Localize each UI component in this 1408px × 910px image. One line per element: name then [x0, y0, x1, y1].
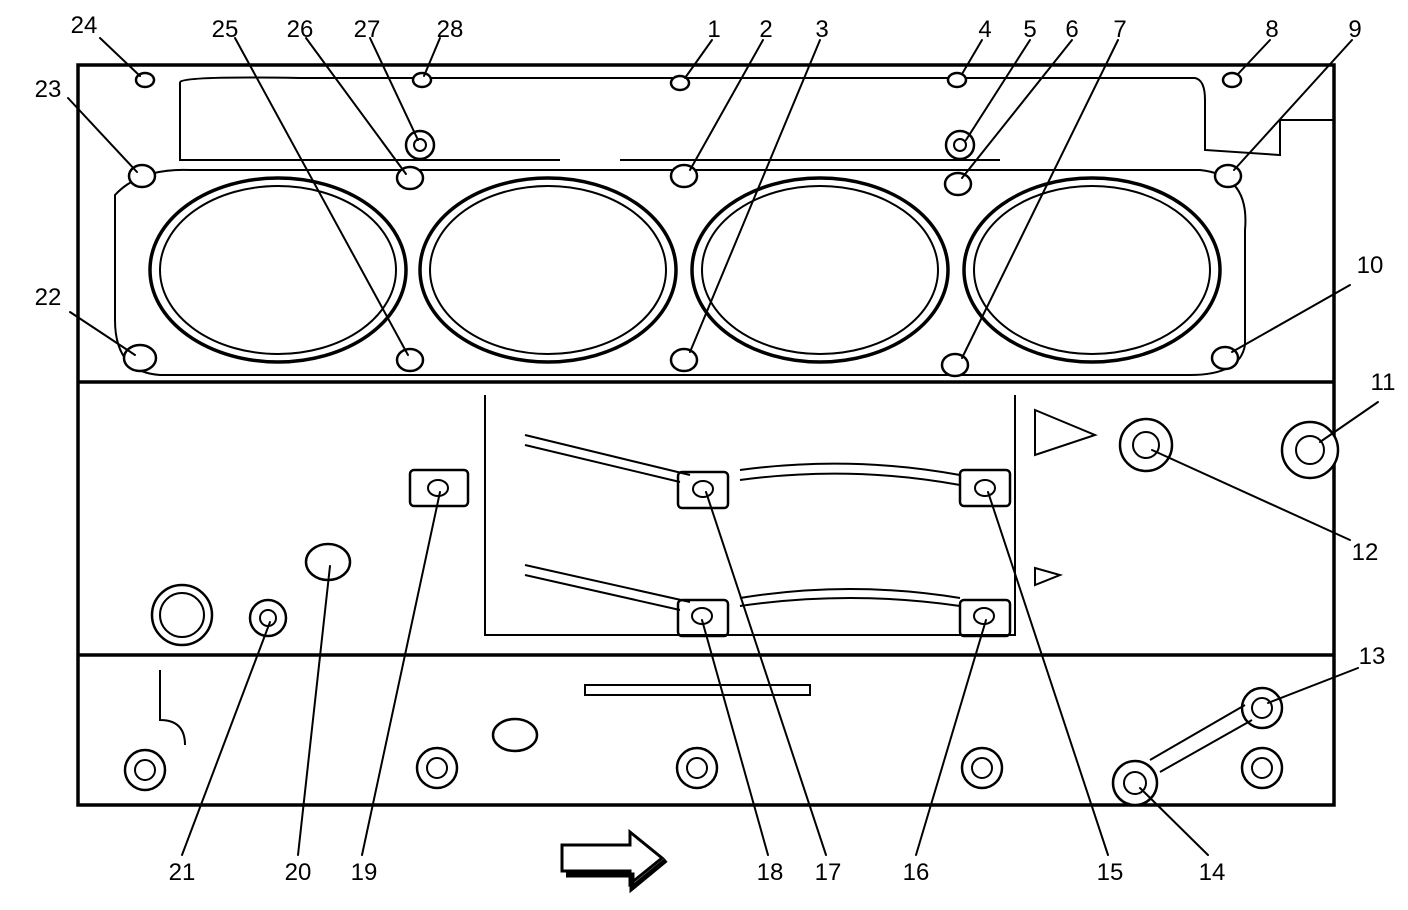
- callout-10: 10: [1357, 252, 1384, 279]
- callout-27: 27: [354, 16, 381, 43]
- callout-18: 18: [757, 859, 784, 886]
- callout-16: 16: [903, 859, 930, 886]
- callout-leaders: [67, 37, 1379, 856]
- callout-17: 17: [815, 859, 842, 886]
- callout-19: 19: [351, 859, 378, 886]
- callout-11: 11: [1371, 369, 1396, 396]
- callout-14: 14: [1199, 859, 1226, 886]
- callout-21: 21: [169, 859, 196, 886]
- callout-6: 6: [1065, 16, 1078, 43]
- callout-8: 8: [1265, 16, 1278, 43]
- callout-3: 3: [815, 16, 828, 43]
- cylinder-bores: [148, 176, 1222, 364]
- callout-4: 4: [978, 16, 991, 43]
- callout-22: 22: [35, 284, 62, 311]
- crankcase-section: [150, 395, 1340, 647]
- callout-23: 23: [35, 76, 62, 103]
- callout-13: 13: [1359, 643, 1386, 670]
- right-arrow-icon: [560, 828, 668, 894]
- callout-15: 15: [1097, 859, 1124, 886]
- callout-26: 26: [287, 16, 314, 43]
- callout-1: 1: [707, 16, 720, 43]
- callout-5: 5: [1023, 16, 1036, 43]
- callout-7: 7: [1113, 16, 1126, 43]
- callout-labels: 1 2 3 4 5 6 7 8 9 10 11 12 13 14 15 16 1…: [35, 12, 1396, 886]
- callout-25: 25: [212, 16, 239, 43]
- callout-2: 2: [759, 16, 772, 43]
- callout-9: 9: [1348, 16, 1361, 43]
- callout-12: 12: [1352, 539, 1379, 566]
- callout-20: 20: [285, 859, 312, 886]
- callout-24: 24: [71, 12, 98, 39]
- lower-section: [123, 670, 1284, 807]
- callout-28: 28: [437, 16, 464, 43]
- deck-bolt-holes: [122, 71, 1243, 378]
